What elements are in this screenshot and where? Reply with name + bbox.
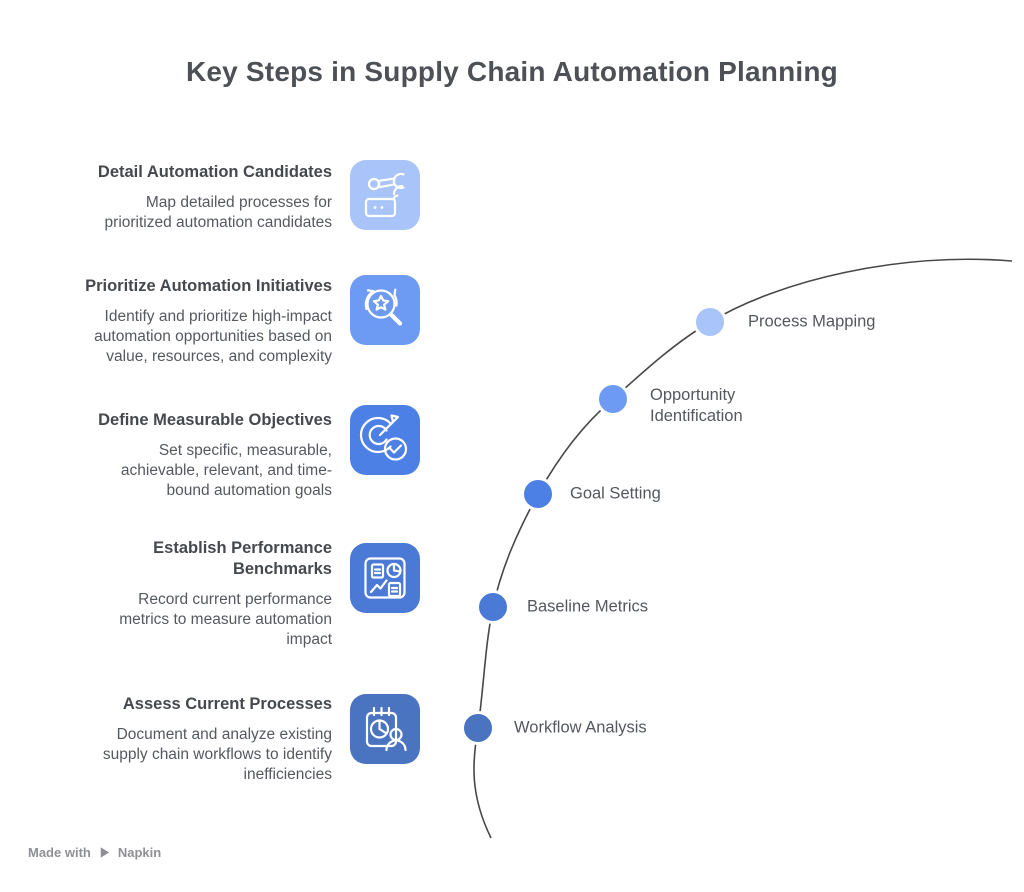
timeline-label-opportunity-identification: Opportunity Identification — [650, 386, 743, 425]
timeline-label-process-mapping: Process Mapping — [748, 312, 876, 331]
watermark-brand: Napkin — [117, 845, 162, 860]
step-detail-automation-candidates: Detail Automation Candidates Map detaile… — [0, 162, 332, 233]
timeline-label-goal-setting: Goal Setting — [570, 484, 661, 503]
step-description: Document and analyze existing supply cha… — [102, 726, 332, 783]
magnifier-star-refresh-icon — [350, 275, 420, 345]
napkin-logo-icon — [100, 847, 109, 858]
robot-arm-icon — [350, 160, 420, 230]
napkin-watermark[interactable]: Made with Napkin — [28, 845, 161, 860]
timeline-label-baseline-metrics: Baseline Metrics — [527, 597, 649, 616]
step-establish-performance-benchmarks: Establish Performance Benchmarks Record … — [0, 538, 332, 650]
timeline-dot-goal-setting — [521, 477, 555, 511]
step-description: Identify and prioritize high-impact auto… — [94, 308, 332, 365]
step-description: Set specific, measurable, achievable, re… — [120, 442, 332, 499]
timeline-dot-baseline-metrics — [476, 590, 510, 624]
step-define-measurable-objectives: Define Measurable Objectives Set specifi… — [0, 410, 332, 501]
benchmark-dashboard-icon — [350, 543, 420, 613]
step-assess-current-processes: Assess Current Processes Document and an… — [0, 694, 332, 785]
watermark-text: Made with — [28, 845, 91, 860]
timeline-arc-path — [473, 258, 1013, 839]
step-prioritize-automation-initiatives: Prioritize Automation Initiatives Identi… — [0, 276, 332, 367]
step-description: Map detailed processes for prioritized a… — [104, 194, 332, 231]
target-dart-check-icon — [350, 405, 420, 475]
step-description: Record current performance metrics to me… — [119, 591, 332, 648]
step-title: Establish Performance Benchmarks — [153, 539, 332, 578]
timeline-dot-opportunity-identification — [596, 382, 630, 416]
step-title: Define Measurable Objectives — [98, 411, 332, 429]
step-title: Assess Current Processes — [122, 695, 332, 713]
calendar-pie-person-icon — [350, 694, 420, 764]
timeline-label-workflow-analysis: Workflow Analysis — [514, 718, 647, 737]
timeline-dot-workflow-analysis — [461, 711, 495, 745]
timeline-dot-process-mapping — [693, 305, 727, 339]
step-title: Prioritize Automation Initiatives — [85, 277, 332, 295]
page-title: Key Steps in Supply Chain Automation Pla… — [185, 56, 838, 87]
step-title: Detail Automation Candidates — [97, 163, 332, 181]
